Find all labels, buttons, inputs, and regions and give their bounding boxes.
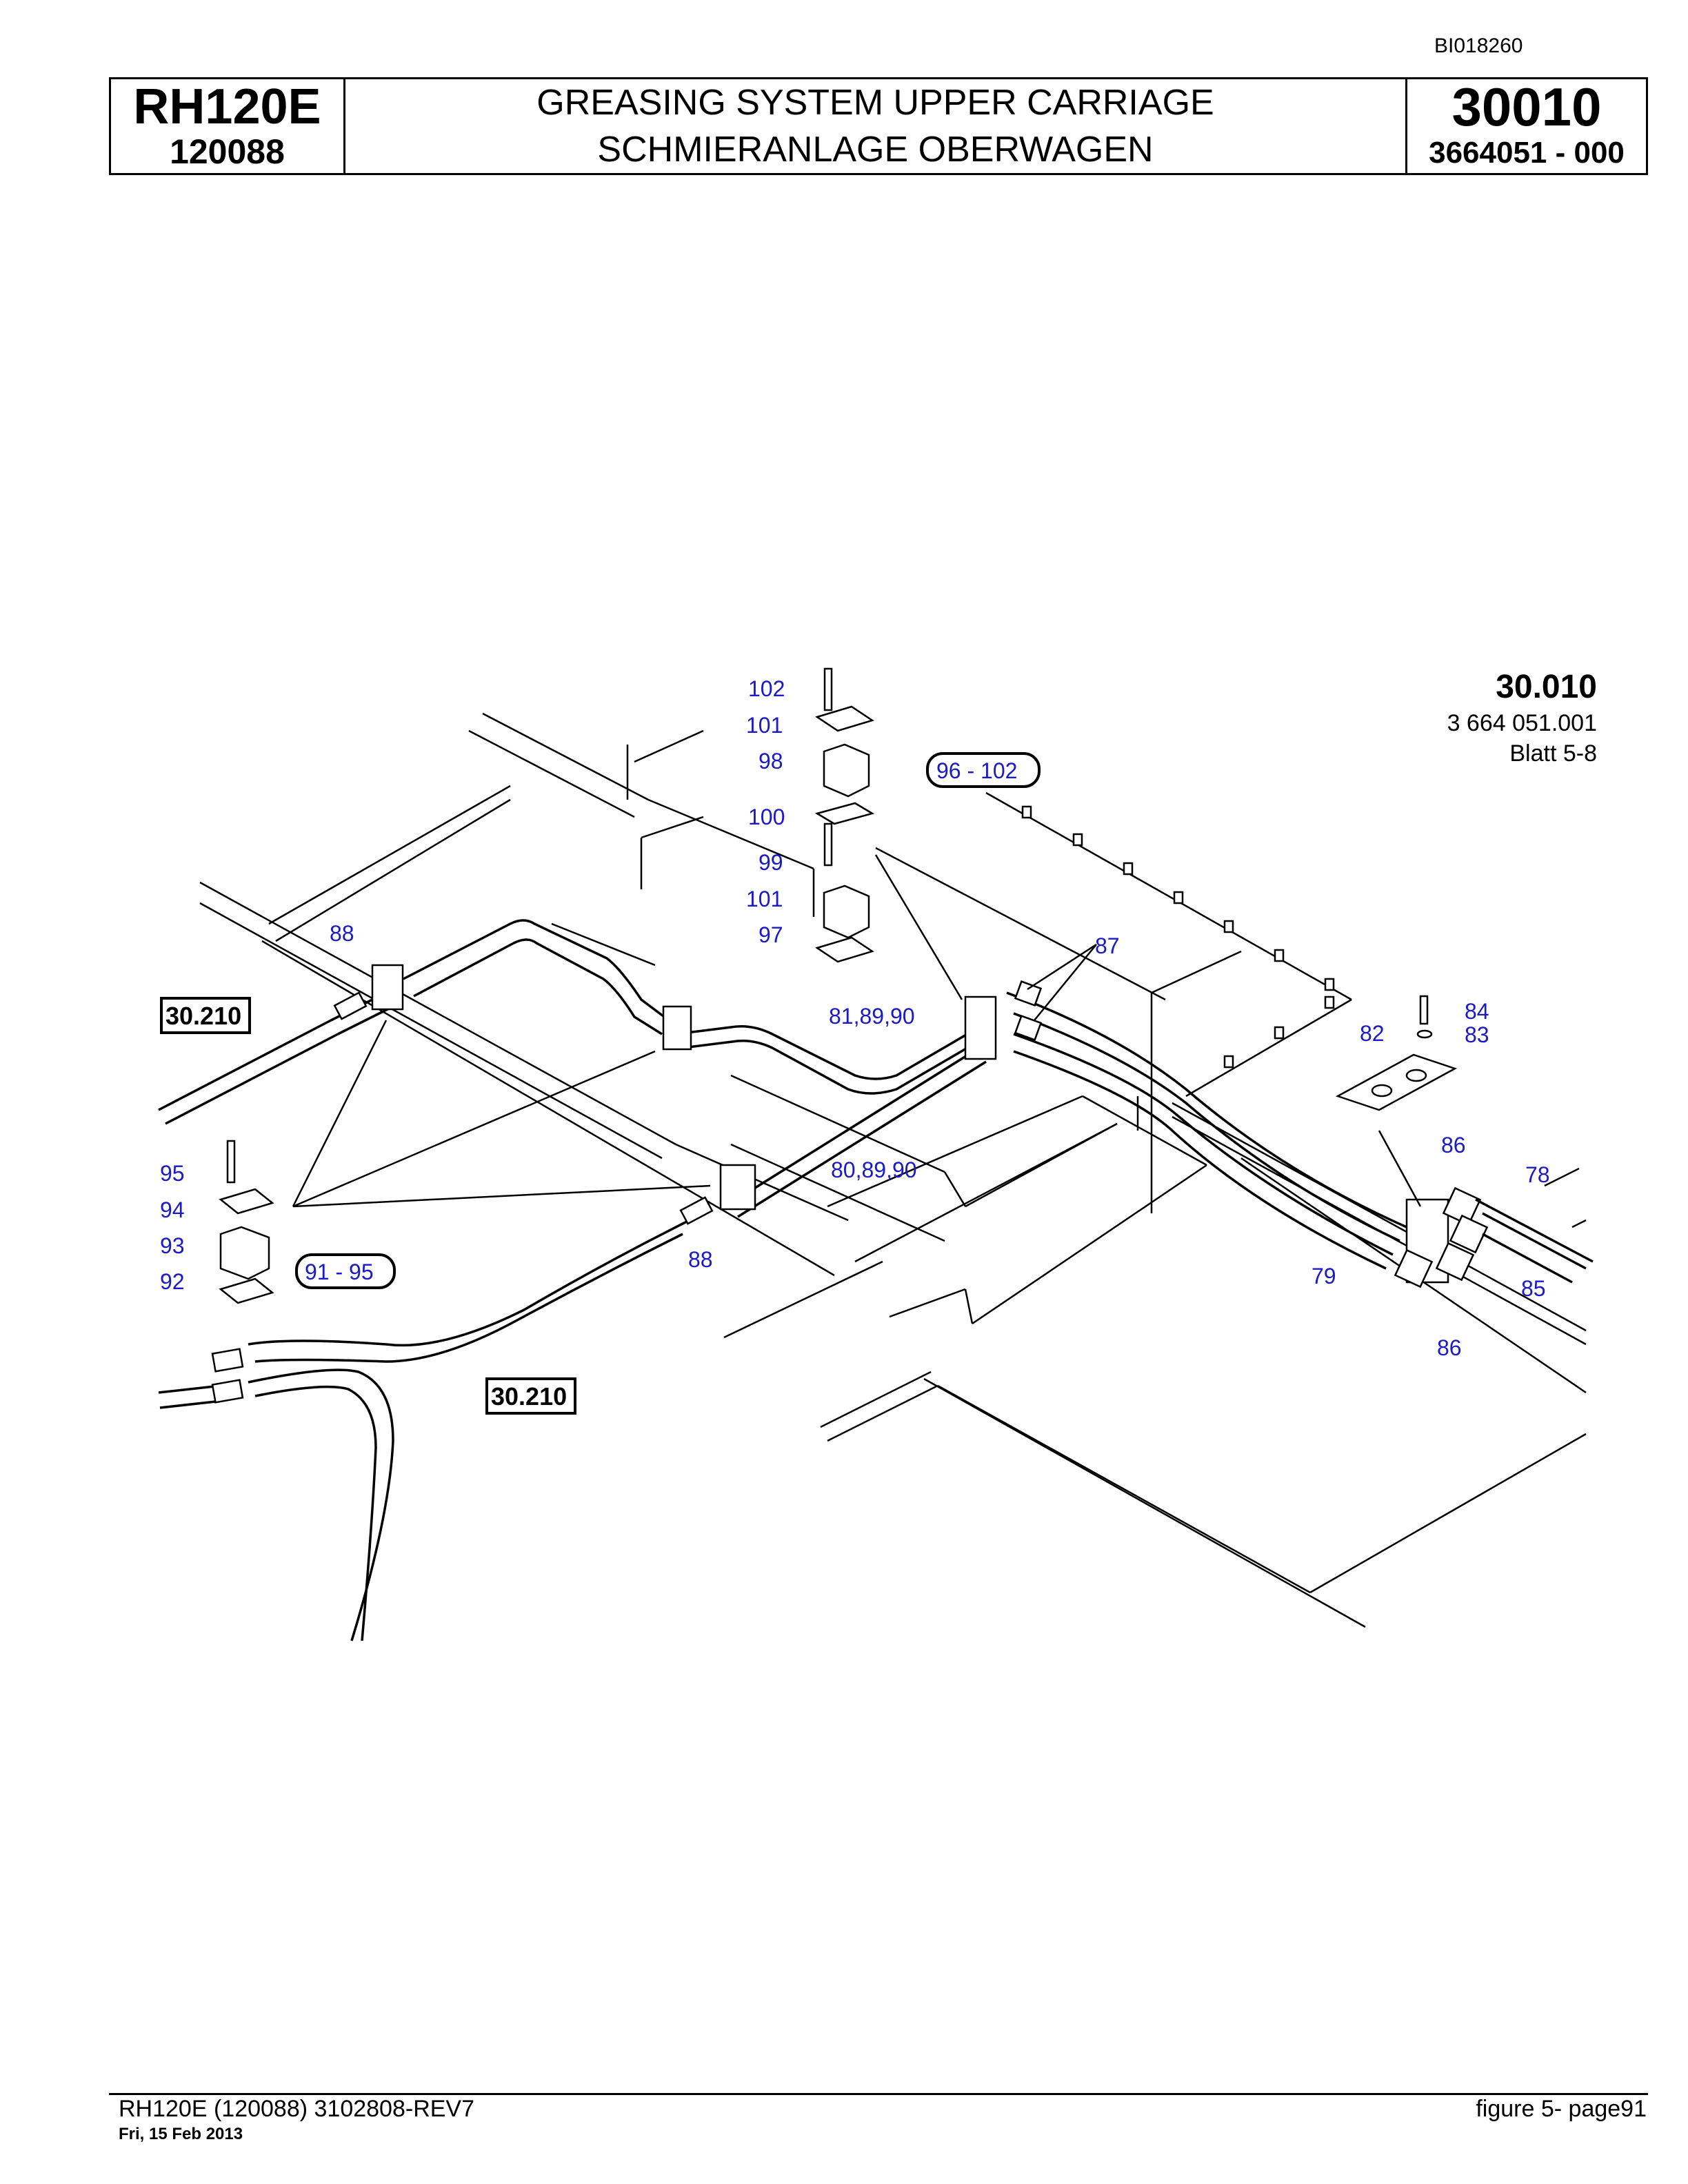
callout-82: 82 <box>1360 1021 1385 1046</box>
code-cell: 30010 3664051 - 000 <box>1407 79 1646 173</box>
ref-number: 3 664 051.001 <box>1447 710 1597 736</box>
callout-81-89-90: 81,89,90 <box>829 1004 915 1029</box>
boxed-ref-box-upper <box>160 997 251 1034</box>
hose-fittings <box>211 980 1489 1404</box>
document-id: BI018260 <box>1434 34 1523 57</box>
group-label-box-91-95 <box>295 1253 396 1289</box>
callout-84: 84 <box>1465 999 1489 1024</box>
callout-99: 99 <box>758 850 783 875</box>
exploded-clamp-upper <box>814 667 875 963</box>
callout-78: 78 <box>1525 1162 1550 1187</box>
pipe-clamps <box>371 964 997 1211</box>
ref-sheet: Blatt 5-8 <box>1509 740 1597 767</box>
callout-88-b: 88 <box>688 1247 713 1272</box>
callout-80-89-90: 80,89,90 <box>831 1157 917 1182</box>
mounting-plate <box>1335 995 1458 1111</box>
right-hose-ends <box>1475 1198 1594 1284</box>
title-english: GREASING SYSTEM UPPER CARRIAGE <box>536 83 1214 123</box>
callout-98: 98 <box>758 749 783 774</box>
boxed-ref-box-lower <box>485 1377 576 1415</box>
footer-date: Fri, 15 Feb 2013 <box>119 2125 243 2143</box>
footer-document-ref: RH120E (120088) 3102808-REV7 <box>119 2096 475 2122</box>
callout-94: 94 <box>160 1197 185 1222</box>
grease-pipes <box>403 919 1407 1270</box>
title-german: SCHMIERANLAGE OBERWAGEN <box>597 130 1154 170</box>
callout-97: 97 <box>758 922 783 947</box>
serial-number: 120088 <box>170 132 285 171</box>
callout-85: 85 <box>1521 1276 1546 1301</box>
callout-93: 93 <box>160 1233 185 1258</box>
callout-88: 88 <box>330 921 354 946</box>
boxed-ref-upper: 30.210 <box>165 1002 241 1030</box>
group-label-96-102: 96 - 102 <box>936 758 1017 783</box>
callout-79: 79 <box>1312 1264 1336 1288</box>
exploded-clamp-lower <box>219 1140 274 1304</box>
callout-95: 95 <box>160 1161 185 1186</box>
lube-points <box>1021 805 1335 1069</box>
callout-86-b: 86 <box>1437 1335 1462 1360</box>
callout-86: 86 <box>1441 1133 1466 1157</box>
callout-87: 87 <box>1095 933 1120 958</box>
group-label-box-96-102 <box>926 752 1041 788</box>
group-label-91-95: 91 - 95 <box>305 1260 374 1284</box>
footer-rule <box>109 2093 1648 2095</box>
callout-92: 92 <box>160 1269 185 1294</box>
callout-101: 101 <box>746 713 783 738</box>
boxed-ref-lower: 30.210 <box>491 1382 567 1410</box>
title-cell: GREASING SYSTEM UPPER CARRIAGE SCHMIERAN… <box>345 79 1407 173</box>
ref-title: 30.010 <box>1496 669 1597 705</box>
lower-hoses <box>158 1219 690 1641</box>
callout-100: 100 <box>748 805 785 829</box>
leader-arrows <box>292 854 1422 1208</box>
callout-102: 102 <box>748 676 785 701</box>
footer-page-ref: figure 5- page91 <box>1476 2096 1647 2122</box>
callout-101-b: 101 <box>746 887 783 911</box>
model-name: RH120E <box>133 79 321 134</box>
structure-lines <box>199 712 1587 1628</box>
group-code: 30010 <box>1451 77 1602 137</box>
callout-83: 83 <box>1465 1022 1489 1047</box>
part-number: 3664051 - 000 <box>1429 136 1625 170</box>
model-cell: RH120E 120088 <box>111 79 345 173</box>
title-block: RH120E 120088 GREASING SYSTEM UPPER CARR… <box>109 77 1648 175</box>
